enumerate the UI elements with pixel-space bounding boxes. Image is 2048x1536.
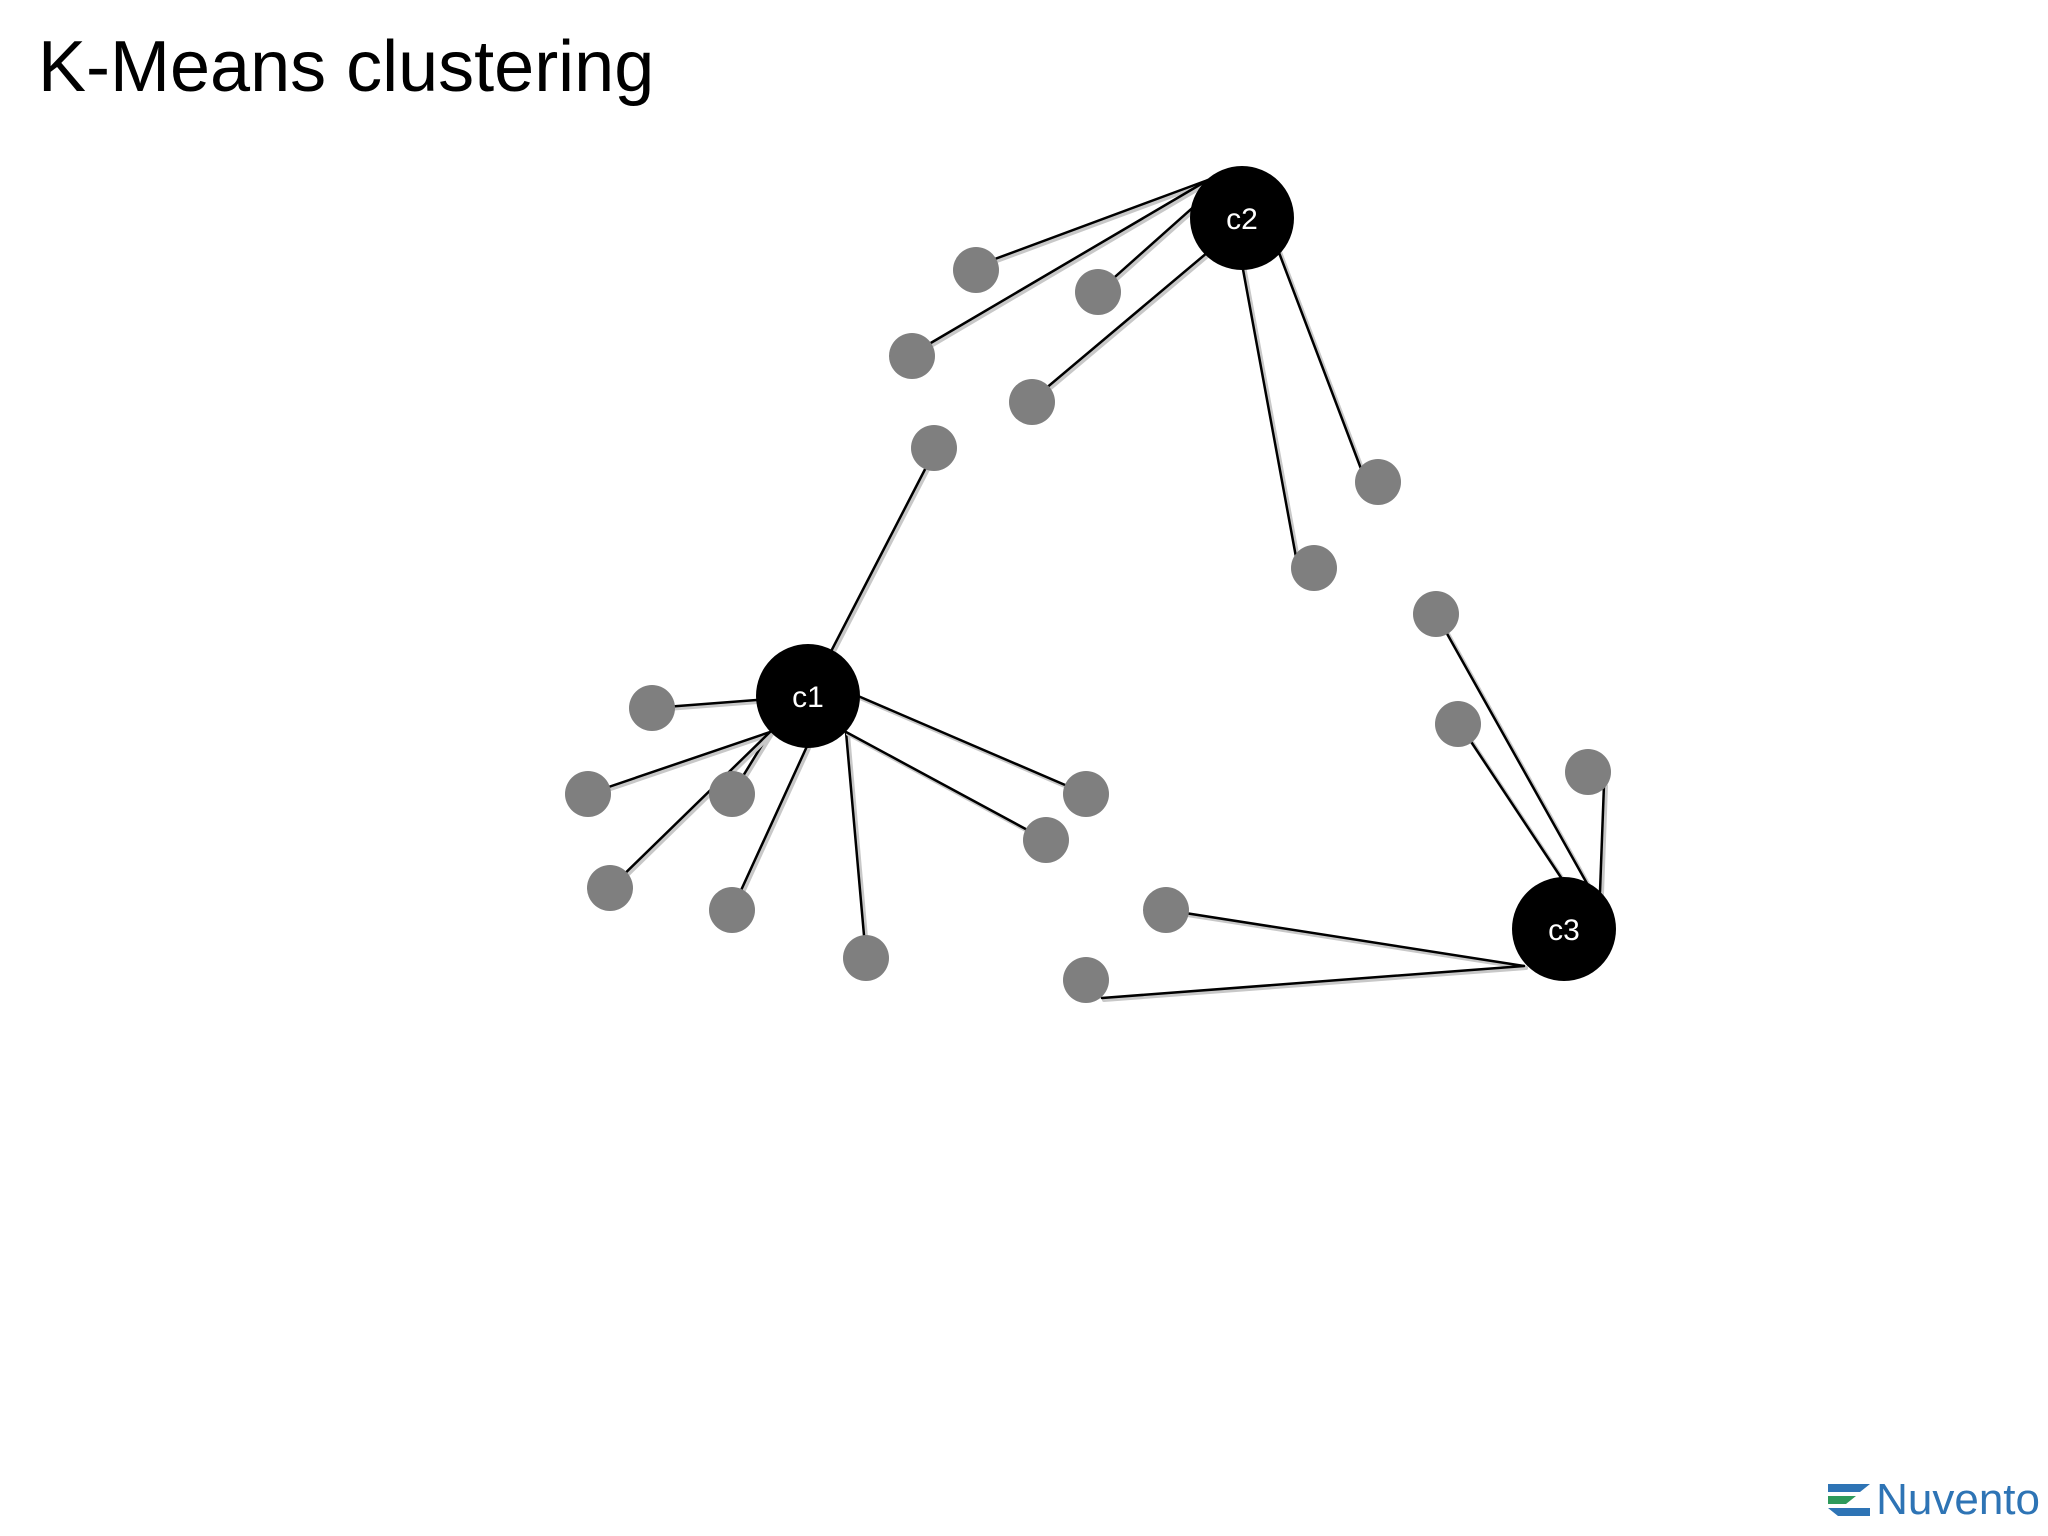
centroid-label: c1 [792,681,824,714]
nuvento-logo-text: Nuvento [1876,1475,2040,1524]
edge [588,732,774,798]
centroid-label: c2 [1226,203,1258,236]
edge [844,730,1048,842]
edge [1032,252,1212,404]
edge [856,694,1088,796]
data-point [565,771,611,817]
centroid-c2: c2 [1190,166,1294,270]
centroid-label: c3 [1548,914,1580,947]
edge [1166,910,1528,970]
data-points [565,247,1611,1003]
data-point [1075,269,1121,315]
edge [1030,250,1210,402]
edge [974,178,1210,268]
edge [610,732,774,892]
slide-title: K-Means clustering [38,27,655,107]
centroid-c1: c1 [756,644,860,748]
data-point [1291,545,1337,591]
edge [730,742,810,912]
data-point [1565,749,1611,795]
edge [1102,966,1528,1002]
edge [1598,782,1606,894]
edge [1456,720,1566,884]
edge [1276,248,1368,484]
edge [1100,964,1526,1000]
data-point [1009,379,1055,425]
data-point [1413,591,1459,637]
data-point [1023,817,1069,863]
data-point [1355,459,1401,505]
data-point [1143,887,1189,933]
data-point [629,685,675,731]
edge [844,730,868,960]
centroid-circle [756,644,860,748]
centroid-circle [1190,166,1294,270]
data-point [709,771,755,817]
data-point [1063,771,1109,817]
data-point [709,887,755,933]
edge [910,178,1210,356]
data-point [911,425,957,471]
nuvento-logo-icon [1828,1484,1871,1516]
centroid-circle [1512,877,1616,981]
data-point [953,247,999,293]
edge [1242,264,1302,572]
edge [608,730,772,890]
edge [976,180,1212,270]
edge [1434,612,1596,898]
edges-c3 [1100,612,1608,1002]
edge [1240,262,1300,570]
edge [912,180,1212,358]
centroid-c3: c3 [1512,877,1616,981]
data-point [587,865,633,911]
data-point [889,333,935,379]
edge [846,732,870,962]
edge [1600,784,1608,896]
data-point [1063,957,1109,1003]
data-point [1435,701,1481,747]
edge [1096,192,1210,294]
edges-c2 [910,178,1370,572]
edge [732,744,812,914]
nuvento-logo: Nuvento [1826,1470,2040,1530]
edge [586,730,772,796]
edge [1164,908,1526,968]
data-point [843,935,889,981]
